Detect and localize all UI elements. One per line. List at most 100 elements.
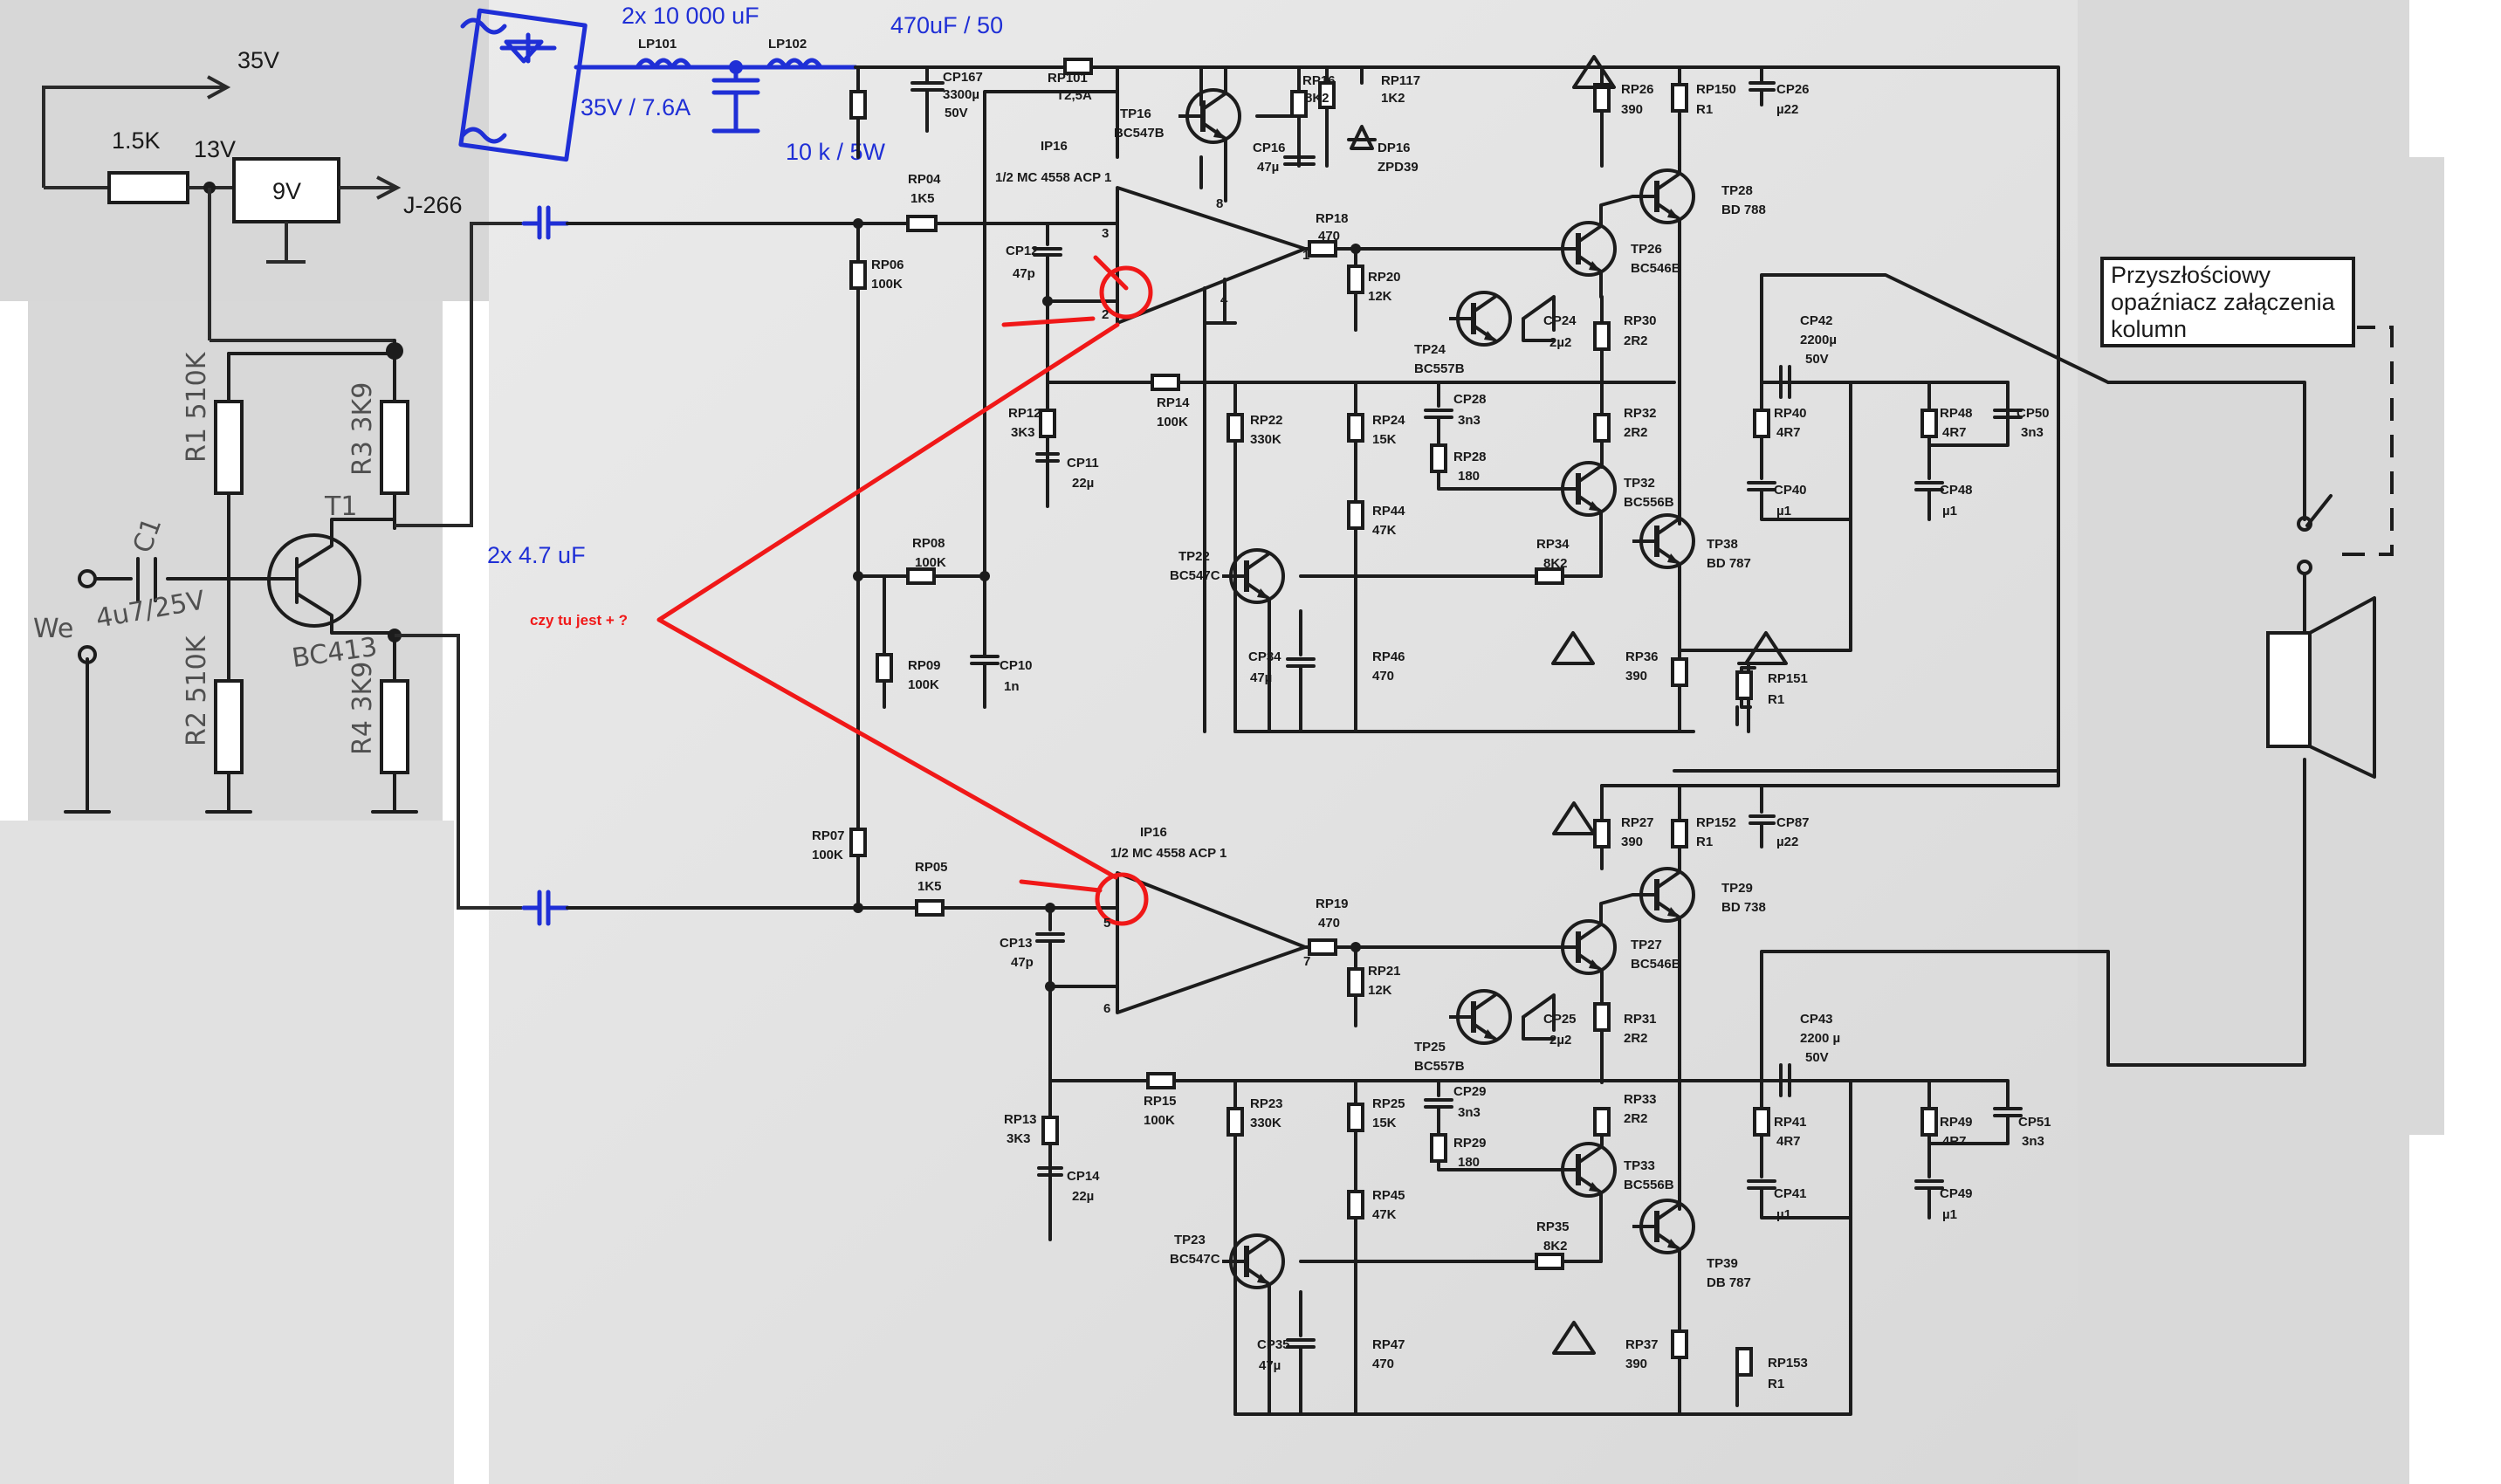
label-rp20-value: 12K [1368, 289, 1392, 304]
label-rp21-value: 12K [1368, 983, 1392, 998]
label-cp40: CP40 [1774, 483, 1807, 498]
label-cp34: CP34 [1248, 649, 1281, 664]
label-cp49-value: µ1 [1942, 1207, 1957, 1222]
label-rp23: RP23 [1250, 1096, 1283, 1111]
label-rp16-value: 8K2 [1305, 91, 1330, 106]
label-rp24-value: 15K [1372, 432, 1397, 447]
label-cp50: CP50 [2017, 406, 2050, 421]
label-cp28-value: 3n3 [1458, 413, 1481, 428]
label-tp26: TP26 [1631, 242, 1662, 257]
side-note-line3: kolumn [2111, 316, 2187, 342]
label-cp13-value: 47p [1011, 955, 1034, 970]
label-rp46: RP46 [1372, 649, 1405, 664]
label-tp25: TP25 [1414, 1040, 1446, 1055]
red-question-annotation: czy tu jest + ? [530, 255, 1153, 926]
label-cp50-value: 3n3 [2021, 425, 2044, 440]
label-rp08: RP08 [912, 536, 945, 551]
label-rp13: RP13 [1004, 1112, 1037, 1127]
label-tp29: TP29 [1721, 881, 1753, 896]
label-rp05-value: 1K5 [917, 879, 942, 894]
label-pin7: 7 [1303, 954, 1310, 969]
label-cp25: CP25 [1543, 1012, 1577, 1027]
label-rp34: RP34 [1536, 537, 1570, 552]
label-cp48: CP48 [1940, 483, 1973, 498]
label-cp35-value: 47µ [1259, 1358, 1281, 1373]
label-r4: R4 3K9 [347, 662, 378, 755]
label-rp18: RP18 [1316, 211, 1349, 226]
paper-left-bottom [0, 821, 454, 1484]
label-rp101-value: T2,5A [1056, 88, 1092, 103]
label-cp29: CP29 [1453, 1084, 1487, 1099]
label-cp43: CP43 [1800, 1012, 1833, 1027]
label-rp153: RP153 [1768, 1356, 1808, 1371]
label-cp42-value: 2200µ [1800, 333, 1837, 347]
label-tp23: TP23 [1174, 1233, 1206, 1247]
label-rp05: RP05 [915, 860, 948, 875]
label-rp12: RP12 [1008, 406, 1041, 421]
wire-to-bottom-input [395, 634, 522, 910]
label-rp20: RP20 [1368, 270, 1401, 285]
label-pin5: 5 [1103, 916, 1110, 931]
label-rp152: RP152 [1696, 815, 1736, 830]
label-rp40: RP40 [1774, 406, 1807, 421]
speaker-relay [2106, 326, 2394, 1067]
label-rp12-value: 3K3 [1011, 425, 1035, 440]
label-rp09: RP09 [908, 658, 941, 673]
label-rp32-value: 2R2 [1624, 425, 1648, 440]
label-rp36-value: 390 [1625, 669, 1647, 684]
label-rp08-value: 100K [915, 555, 946, 570]
label-cp43-rating: 50V [1805, 1050, 1829, 1065]
label-cp10-value: 1n [1004, 679, 1020, 694]
label-470uf: 470uF / 50 [890, 12, 1003, 38]
label-tp38: TP38 [1707, 537, 1738, 552]
label-cp29-value: 3n3 [1458, 1105, 1481, 1120]
label-cp14: CP14 [1067, 1169, 1100, 1184]
label-cp16: CP16 [1253, 141, 1286, 155]
label-rp150: RP150 [1696, 82, 1736, 97]
label-2x4-7uf: 2x 4.7 uF [487, 542, 586, 568]
label-rp151-value: R1 [1768, 692, 1784, 707]
label-cp24: CP24 [1543, 313, 1577, 328]
label-rp151: RP151 [1768, 671, 1808, 686]
label-cp12-value: 47p [1013, 266, 1035, 281]
label-rp09-value: 100K [908, 677, 939, 692]
label-cp11: CP11 [1067, 456, 1099, 471]
label-rp28-value: 180 [1458, 469, 1480, 484]
label-cp13: CP13 [1000, 936, 1033, 951]
label-rp15: RP15 [1144, 1094, 1177, 1109]
white-corner-top-right [2409, 0, 2501, 157]
label-cp87-value: µ22 [1776, 835, 1798, 849]
label-rp22-value: 330K [1250, 432, 1281, 447]
label-rp47: RP47 [1372, 1337, 1405, 1352]
label-rp19-value: 470 [1318, 916, 1340, 931]
label-ip16-top: IP16 [1041, 139, 1068, 154]
white-corner-bottom-right [2409, 1135, 2501, 1484]
label-rp06: RP06 [871, 258, 904, 272]
label-rp30: RP30 [1624, 313, 1657, 328]
label-rp25: RP25 [1372, 1096, 1405, 1111]
label-rp35: RP35 [1536, 1219, 1570, 1234]
label-pin1: 1 [1302, 248, 1309, 263]
label-tp38-type: BD 787 [1707, 556, 1751, 571]
label-rp06-value: 100K [871, 277, 903, 292]
label-lp101: LP101 [638, 37, 677, 52]
wire-to-top-input [395, 222, 522, 527]
label-rp14-value: 100K [1157, 415, 1188, 429]
label-r1: R1 510K [182, 351, 212, 463]
label-dp16: DP16 [1378, 141, 1411, 155]
label-rp33-value: 2R2 [1624, 1111, 1648, 1126]
label-cp35: CP35 [1257, 1337, 1290, 1352]
label-pin6: 6 [1103, 1001, 1110, 1016]
label-rp07: RP07 [812, 828, 845, 843]
label-rp14: RP14 [1157, 395, 1190, 410]
label-pin4: 4 [1220, 292, 1228, 307]
label-rp29-value: 180 [1458, 1155, 1480, 1170]
label-rp35-value: 8K2 [1543, 1239, 1568, 1254]
label-cp34-value: 47µ [1250, 670, 1272, 685]
label-rp31-value: 2R2 [1624, 1031, 1648, 1046]
label-tp33-type: BC556B [1624, 1178, 1674, 1192]
label-tp24: TP24 [1414, 342, 1446, 357]
label-rp48-value: 4R7 [1942, 425, 1967, 440]
